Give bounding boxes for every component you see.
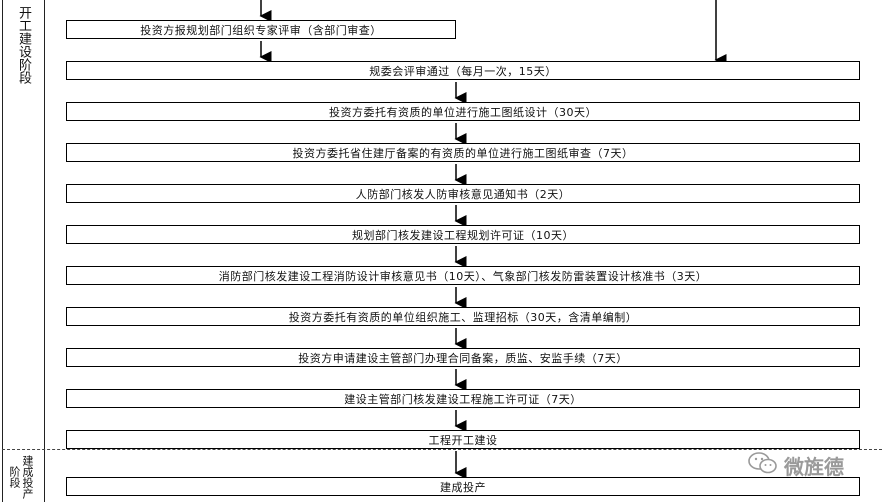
- left-border: [2, 0, 3, 502]
- stage-label-construction: 开工建设阶段: [16, 6, 31, 84]
- step-construction-start: 工程开工建设: [66, 430, 860, 449]
- step-construction-permit: 建设主管部门核发建设工程施工许可证（7天）: [66, 389, 860, 408]
- step-expert-review: 投资方报规划部门组织专家评审（含部门审查）: [66, 20, 456, 39]
- step-committee-approval: 规委会评审通过（每月一次，15天）: [66, 61, 860, 80]
- step-contract-filing: 投资方申请建设主管部门办理合同备案，质监、安监手续（7天）: [66, 348, 860, 367]
- stage-separator: [2, 449, 882, 450]
- stage-divider: [44, 0, 45, 502]
- step-construction-drawing-design: 投资方委托有资质的单位进行施工图纸设计（30天）: [66, 102, 860, 121]
- wechat-icon: [748, 451, 778, 480]
- step-bidding: 投资方委托有资质的单位组织施工、监理招标（30天，含清单编制）: [66, 307, 860, 326]
- stage-label-completion: 建成投产阶段: [8, 455, 34, 499]
- watermark-text: 微旌德: [784, 454, 844, 479]
- step-planning-permit: 规划部门核发建设工程规划许可证（10天）: [66, 225, 860, 244]
- step-completion: 建成投产: [66, 477, 860, 496]
- step-fire-and-lightning-approval: 消防部门核发建设工程消防设计审核意见书（10天）、气象部门核发防雷装置设计核准书…: [66, 266, 860, 285]
- step-construction-drawing-review: 投资方委托省住建厅备案的有资质的单位进行施工图纸审查（7天）: [66, 143, 860, 162]
- step-civil-defense-notice: 人防部门核发人防审核意见通知书（2天）: [66, 184, 860, 203]
- watermark: 微旌德: [748, 451, 844, 480]
